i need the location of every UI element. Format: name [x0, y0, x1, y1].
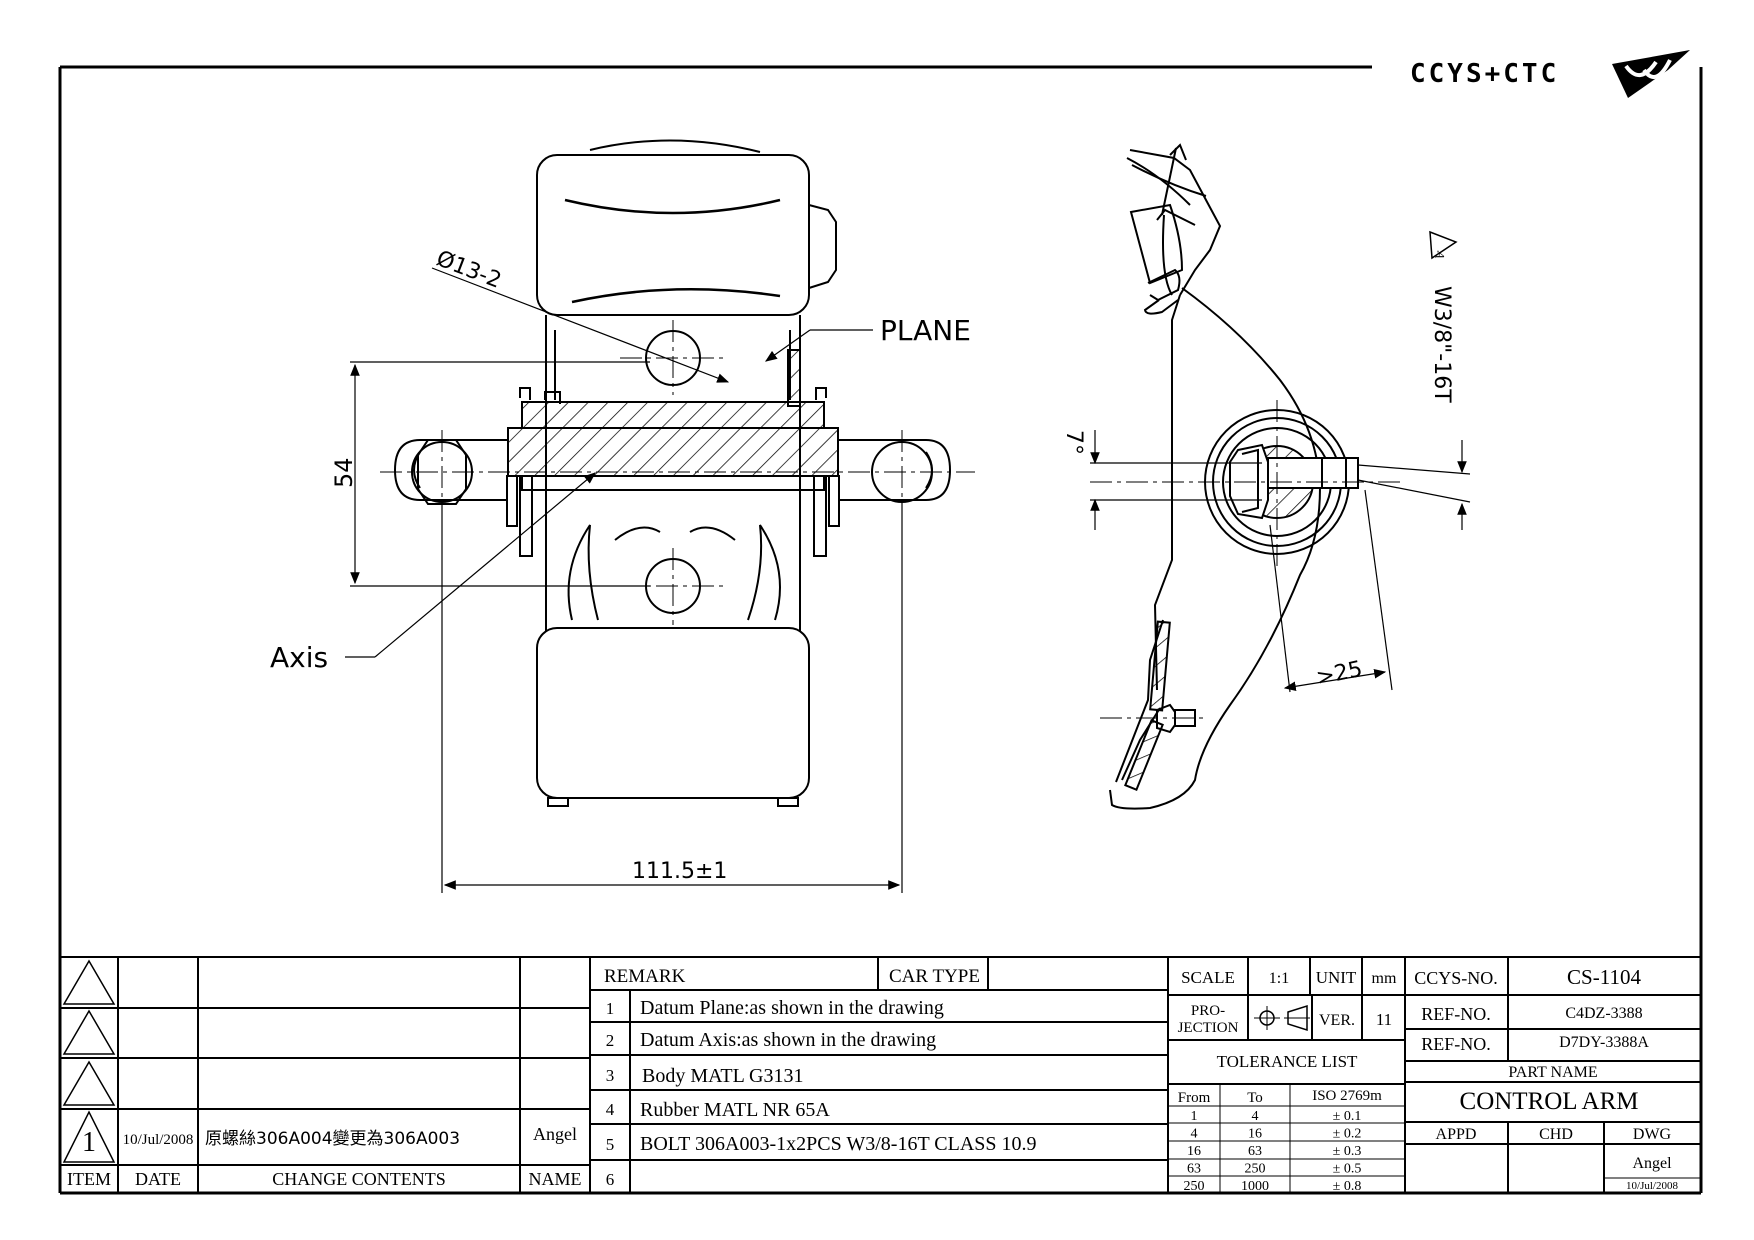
projection-label: JECTION	[1178, 1020, 1239, 1036]
ver-label: VER.	[1319, 1012, 1355, 1029]
angle-callout: 7°	[1061, 430, 1086, 455]
datum-a-letter: A	[1432, 249, 1448, 262]
title-block-grid	[60, 956, 1701, 1193]
company-logo: CCYS+CTC	[1410, 50, 1690, 98]
ref-no-value: D7DY-3388A	[1559, 1034, 1649, 1051]
header-name: NAME	[529, 1169, 582, 1189]
unit-label: UNIT	[1316, 968, 1357, 987]
tolerance-cell: ± 0.1	[1333, 1109, 1362, 1124]
remark-text: Body MATL G3131	[642, 1065, 803, 1087]
tolerance-header: To	[1247, 1090, 1263, 1106]
remark-no: 6	[606, 1170, 615, 1189]
remark-text: Datum Plane:as shown in the drawing	[640, 997, 944, 1019]
tolerance-cell: ± 0.8	[1333, 1179, 1362, 1194]
car-type-label: CAR TYPE	[889, 966, 980, 987]
tolerance-header: ISO 2769m	[1312, 1088, 1382, 1104]
ver-value: 11	[1376, 1010, 1392, 1029]
unit-value: mm	[1372, 970, 1397, 987]
tolerance-cell: 63	[1187, 1162, 1201, 1177]
min-length-callout: >25	[1314, 657, 1365, 691]
remark-text: BOLT 306A003-1x2PCS W3/8-16T CLASS 10.9	[640, 1133, 1037, 1155]
tolerance-cell: 1000	[1241, 1179, 1269, 1194]
dim-111-5: 111.5±1	[632, 859, 727, 884]
datum-axis-label: Axis	[270, 641, 328, 674]
dim-54: 54	[330, 457, 358, 488]
tolerance-header: From	[1178, 1090, 1211, 1106]
remark-no: 3	[606, 1066, 615, 1085]
ref-no-value: C4DZ-3388	[1565, 1005, 1642, 1022]
remark-header: REMARK	[604, 966, 686, 987]
tolerance-cell: 4	[1252, 1109, 1259, 1124]
appd-label: APPD	[1436, 1126, 1477, 1143]
tolerance-cell: ± 0.5	[1333, 1162, 1362, 1177]
revision-date: 10/Jul/2008	[123, 1132, 194, 1148]
datum-plane-label: PLANE	[880, 314, 971, 347]
lower-rubber-bushing	[536, 627, 810, 799]
thread-callout: W3/8"-16T	[1429, 286, 1454, 403]
remark-no: 4	[606, 1100, 615, 1119]
tolerance-cell: 250	[1245, 1162, 1266, 1177]
remark-no: 1	[606, 999, 615, 1018]
third-angle-projection-icon	[1254, 1004, 1310, 1032]
scale-value: 1:1	[1269, 970, 1289, 987]
datum-a-symbol: A	[1429, 230, 1458, 262]
tolerance-cell: ± 0.2	[1333, 1127, 1362, 1142]
tolerance-cell: 4	[1191, 1127, 1198, 1142]
dwg-date: 10/Jul/2008	[1626, 1180, 1678, 1192]
remark-no: 2	[606, 1031, 615, 1050]
bolt-shank	[1267, 457, 1359, 489]
sheet-border	[58, 65, 1703, 1195]
tolerance-cell: ± 0.3	[1333, 1144, 1362, 1159]
part-name-value: CONTROL ARM	[1460, 1088, 1639, 1115]
ccys-no-value: CS-1104	[1567, 965, 1641, 989]
tolerance-cell: 1	[1191, 1109, 1198, 1124]
projection-label: PRO-	[1191, 1003, 1225, 1019]
remark-text: Datum Axis:as shown in the drawing	[640, 1029, 936, 1051]
tolerance-cell: 250	[1184, 1179, 1205, 1194]
header-change-contents: CHANGE CONTENTS	[272, 1169, 446, 1189]
logo-text: CCYS+CTC	[1410, 59, 1559, 89]
hole-diameter-callout: Ø13-2	[433, 246, 505, 293]
shaft-section	[507, 427, 839, 477]
front-view: Ø13-2 PLANE Axis 54 111.5±1	[270, 139, 975, 893]
ref-no-label: REF-NO.	[1421, 1034, 1491, 1054]
remark-no: 5	[606, 1135, 615, 1154]
scale-label: SCALE	[1181, 968, 1235, 987]
control-arm-outline	[1109, 287, 1322, 810]
title-block-text: 1 10/Jul/2008 原螺絲306A004變更為306A003 Angel…	[67, 965, 1678, 1194]
upper-rubber-bushing	[536, 154, 810, 316]
chd-label: CHD	[1539, 1126, 1573, 1143]
tolerance-cell: 63	[1248, 1144, 1262, 1159]
dwg-value: Angel	[1632, 1155, 1672, 1172]
revision-item: 1	[82, 1127, 96, 1158]
header-date: DATE	[135, 1169, 181, 1189]
ref-no-label: REF-NO.	[1421, 1004, 1491, 1024]
dwg-label: DWG	[1633, 1126, 1672, 1143]
part-name-label: PART NAME	[1508, 1064, 1597, 1081]
tolerance-cell: 16	[1248, 1127, 1262, 1142]
header-item: ITEM	[67, 1169, 111, 1189]
side-view: A W3/8"-16T 7° >25	[1061, 143, 1471, 810]
revision-change: 原螺絲306A004變更為306A003	[205, 1129, 460, 1149]
revision-name: Angel	[533, 1124, 577, 1144]
tolerance-title: TOLERANCE LIST	[1217, 1052, 1358, 1071]
tolerance-cell: 16	[1187, 1144, 1201, 1159]
ccys-no-label: CCYS-NO.	[1414, 968, 1498, 988]
remark-text: Rubber MATL NR 65A	[640, 1099, 830, 1121]
tolerance-rows: 1 4 ± 0.1 4 16 ± 0.2 16 63 ± 0.3 63 250 ± 0.5 250 100…	[1184, 1109, 1362, 1194]
